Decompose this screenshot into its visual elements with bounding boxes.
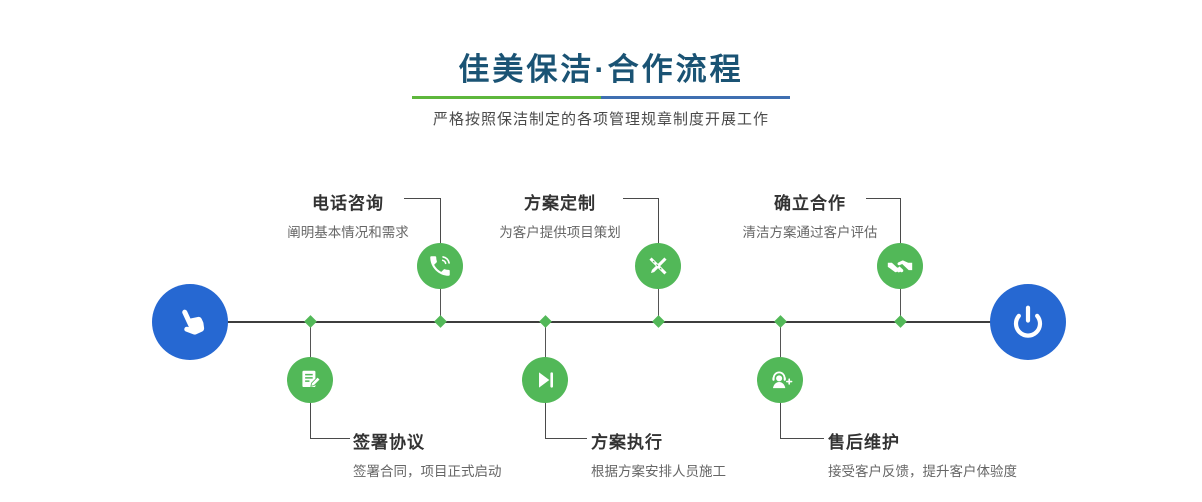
page-subtitle: 严格按照保洁制定的各项管理规章制度开展工作 <box>432 111 769 128</box>
timeline-diamond-marker <box>774 315 787 328</box>
step-label-plan-execute: 方案执行 根据方案安排人员施工 <box>591 428 726 480</box>
step-description: 根据方案安排人员施工 <box>591 464 726 479</box>
node-connector <box>310 323 311 380</box>
node-connector <box>780 323 781 380</box>
label-connector <box>658 198 659 244</box>
play-next-icon <box>532 367 558 393</box>
step-title: 方案执行 <box>591 433 663 452</box>
step-description: 阐明基本情况和需求 <box>287 225 409 240</box>
label-connector <box>310 438 350 439</box>
timeline-diamond-marker <box>894 315 907 328</box>
label-connector <box>866 198 900 199</box>
phone-icon <box>427 253 453 279</box>
handshake-icon <box>887 253 913 279</box>
divider-green-segment <box>412 96 601 99</box>
timeline-line <box>190 321 1028 323</box>
pencil-ruler-icon <box>645 253 671 279</box>
step-title: 电话咨询 <box>312 194 384 213</box>
step-label-after-sales: 售后维护 接受客户反馈，提升客户体验度 <box>828 428 1017 480</box>
title-divider <box>412 96 790 99</box>
step-label-phone-consult: 电话咨询 阐明基本情况和需求 <box>258 189 438 241</box>
step-description: 为客户提供项目策划 <box>499 225 621 240</box>
label-connector <box>545 438 587 439</box>
divider-blue-segment <box>601 96 790 99</box>
step-description: 清洁方案通过客户评估 <box>742 225 878 240</box>
node-connector <box>658 266 659 321</box>
step-title: 签署协议 <box>353 433 425 452</box>
power-icon <box>1010 304 1046 340</box>
contract-pen-icon <box>297 367 323 393</box>
label-connector <box>780 438 824 439</box>
node-connector <box>900 266 901 321</box>
step-circle-design <box>635 243 681 289</box>
step-circle-phone <box>417 243 463 289</box>
step-title: 确立合作 <box>774 194 846 213</box>
step-title: 售后维护 <box>828 433 900 452</box>
label-connector <box>440 198 441 244</box>
timeline-start-node <box>152 284 228 360</box>
step-label-plan-custom: 方案定制 为客户提供项目策划 <box>470 189 650 241</box>
step-title: 方案定制 <box>524 194 596 213</box>
timeline-diamond-marker <box>539 315 552 328</box>
node-connector <box>440 266 441 321</box>
step-description: 签署合同，项目正式启动 <box>353 464 502 479</box>
step-description: 接受客户反馈，提升客户体验度 <box>828 464 1017 479</box>
step-label-sign-agreement: 签署协议 签署合同，项目正式启动 <box>353 428 502 480</box>
label-connector <box>310 402 311 438</box>
timeline-diamond-marker <box>652 315 665 328</box>
step-circle-handshake <box>877 243 923 289</box>
label-connector <box>404 198 440 199</box>
step-circle-support <box>757 357 803 403</box>
label-connector <box>780 402 781 438</box>
label-connector <box>900 198 901 244</box>
step-circle-execute <box>522 357 568 403</box>
hand-pointer-icon <box>171 303 209 341</box>
label-connector <box>623 198 658 199</box>
timeline-end-node <box>990 284 1066 360</box>
step-label-establish-coop: 确立合作 清洁方案通过客户评估 <box>720 189 900 241</box>
step-circle-contract <box>287 357 333 403</box>
page-title: 佳美保洁·合作流程 <box>458 52 744 87</box>
timeline-diamond-marker <box>304 315 317 328</box>
timeline-diamond-marker <box>434 315 447 328</box>
label-connector <box>545 402 546 438</box>
headset-plus-icon <box>767 367 793 393</box>
node-connector <box>545 323 546 380</box>
